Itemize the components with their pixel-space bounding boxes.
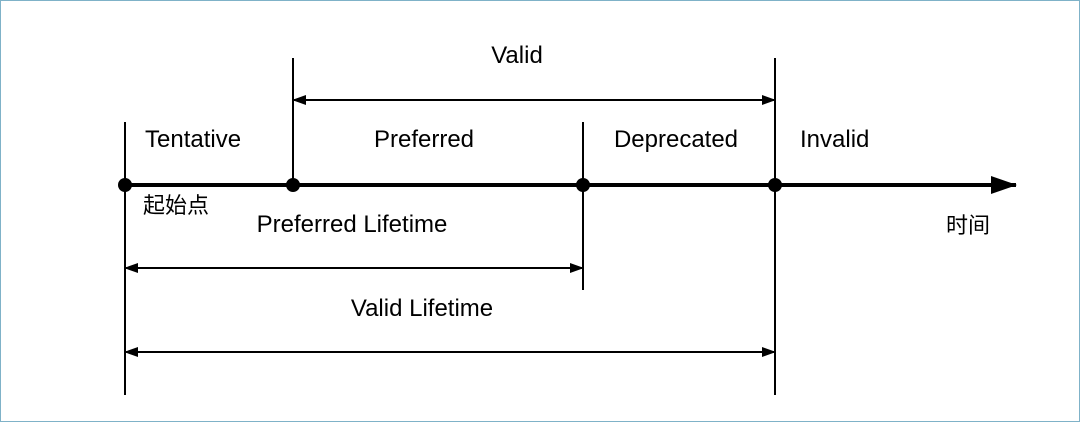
- point-preferred-start: [286, 178, 300, 192]
- label-start-point: 起始点: [143, 194, 209, 219]
- label-time: 时间: [946, 214, 990, 239]
- label-preferred-lifetime: Preferred Lifetime: [257, 211, 448, 238]
- label-valid: Valid: [491, 42, 543, 69]
- label-preferred: Preferred: [374, 126, 474, 153]
- label-valid-lifetime: Valid Lifetime: [351, 295, 493, 322]
- point-start: [118, 178, 132, 192]
- label-deprecated: Deprecated: [614, 126, 738, 153]
- label-tentative: Tentative: [145, 126, 241, 153]
- point-preferred-end: [576, 178, 590, 192]
- point-valid-end: [768, 178, 782, 192]
- label-invalid: Invalid: [800, 126, 869, 153]
